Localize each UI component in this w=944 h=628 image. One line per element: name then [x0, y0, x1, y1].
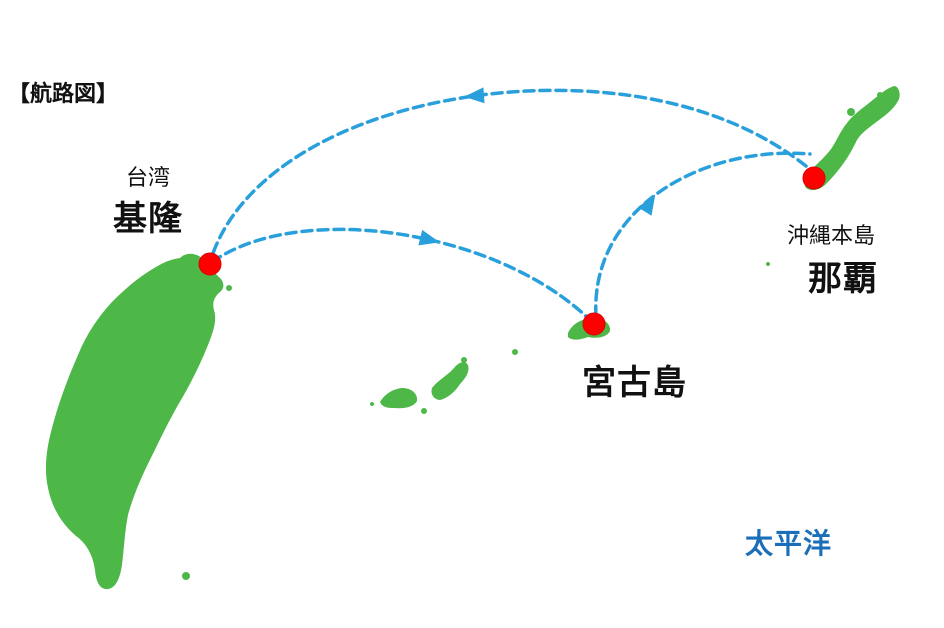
map-title: 【航路図】 — [8, 82, 119, 107]
ocean-label: 太平洋 — [745, 527, 833, 560]
route-arrow-icon — [418, 229, 440, 246]
port-region-label: 沖縄本島 — [787, 224, 876, 249]
yaeyama-island — [380, 388, 418, 409]
taiwan-island — [45, 253, 224, 590]
okinawa-island — [804, 86, 900, 191]
islet — [877, 92, 883, 98]
port-marker-naha — [802, 166, 826, 190]
islet — [226, 285, 232, 291]
port-name-label: 宮古島 — [582, 363, 687, 403]
port-marker-keelung — [198, 252, 222, 276]
port-name-label: 那覇 — [808, 259, 878, 299]
islet — [461, 357, 467, 363]
islet — [370, 402, 374, 406]
islet — [182, 572, 190, 580]
yaeyama-island — [431, 362, 469, 400]
route-keelung-miyako — [210, 227, 594, 324]
route-miyako-naha — [594, 151, 812, 318]
islet — [512, 349, 518, 355]
port-name-label: 基隆 — [113, 199, 183, 239]
port-marker-miyako — [582, 312, 606, 336]
route-arrow-icon — [637, 194, 656, 216]
islet — [847, 108, 855, 116]
route-naha-keelung — [210, 88, 808, 258]
port-region-label: 台湾 — [126, 166, 171, 191]
route-arrow-icon — [464, 87, 485, 104]
islet — [766, 262, 770, 266]
islet — [421, 408, 427, 414]
